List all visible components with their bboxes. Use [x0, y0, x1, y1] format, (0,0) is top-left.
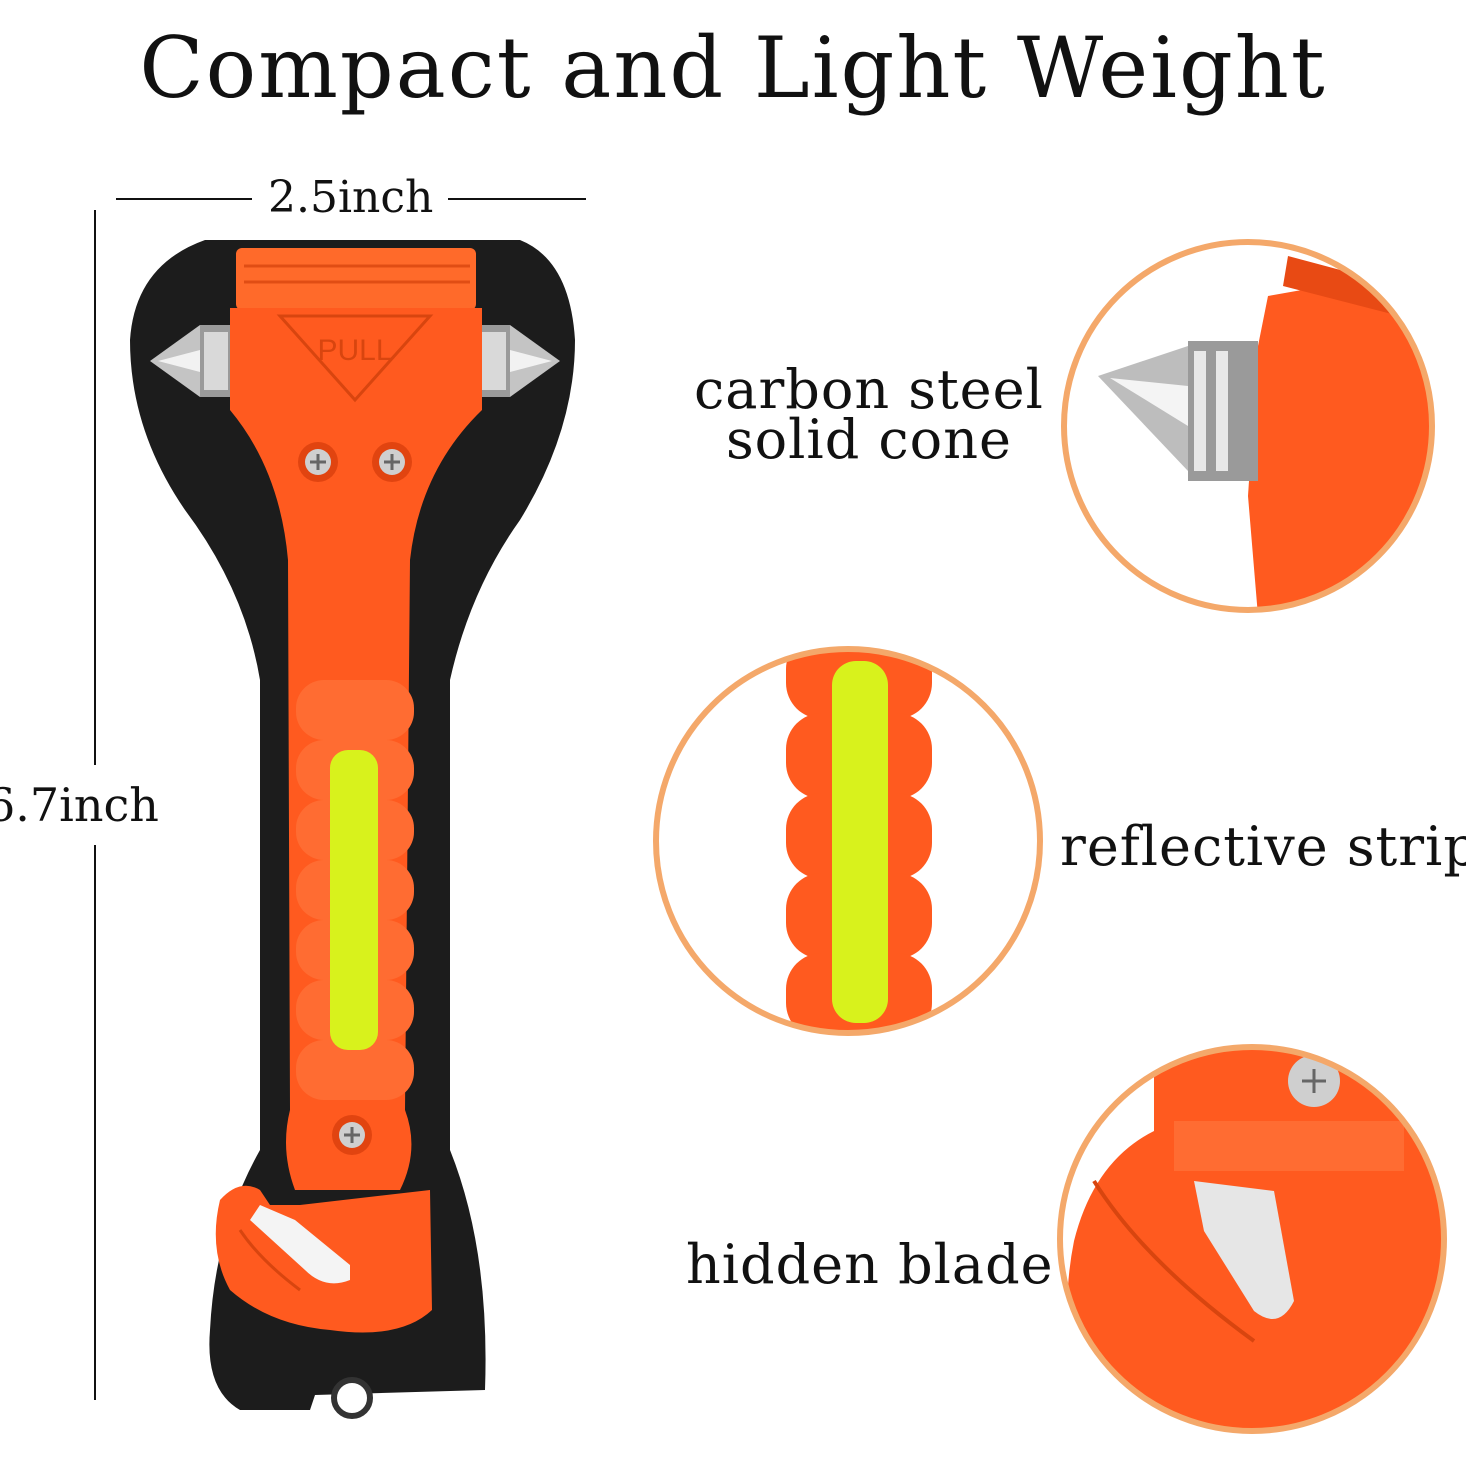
left-cone-icon	[150, 325, 232, 397]
cone-closeup-border	[1061, 239, 1435, 613]
width-dimension-line-right	[448, 198, 586, 200]
screw-icon	[372, 442, 412, 482]
reflective-closeup-border	[653, 646, 1043, 1036]
right-cone-icon	[478, 325, 560, 397]
page-title: Compact and Light Weight	[139, 19, 1327, 117]
width-dimension: 2.5inch	[116, 170, 586, 226]
feature-label-reflective-strip: reflective strip	[1060, 815, 1466, 878]
width-dimension-label: 2.5inch	[268, 172, 434, 223]
keyring-hole-icon	[331, 1377, 373, 1419]
height-dimension: 6.7inch	[0, 210, 180, 1400]
feature-label-hidden-blade: hidden blade	[686, 1233, 1054, 1296]
blade-closeup-border	[1057, 1044, 1447, 1434]
pull-label: PULL	[317, 334, 392, 367]
hidden-blade-icon	[215, 1185, 432, 1333]
safety-hammer-illustration: PULL	[130, 240, 575, 1419]
feature-label-line: solid cone	[725, 408, 1012, 471]
feature-label-line: carbon steel	[694, 358, 1044, 421]
height-dimension-line-top	[94, 210, 96, 765]
screw-icon	[298, 442, 338, 482]
width-dimension-line-left	[116, 198, 252, 200]
feature-label-carbon-steel: carbon steel solid cone	[694, 358, 1044, 471]
cone-closeup	[1061, 239, 1435, 613]
height-dimension-label: 6.7inch	[0, 778, 159, 832]
screw-icon	[332, 1115, 372, 1155]
hammer-orange-top	[236, 248, 476, 310]
reflective-strip	[330, 750, 378, 1050]
blade-closeup	[1057, 1044, 1447, 1434]
reflective-strip-closeup	[653, 646, 1043, 1036]
height-dimension-line-bottom	[94, 845, 96, 1400]
